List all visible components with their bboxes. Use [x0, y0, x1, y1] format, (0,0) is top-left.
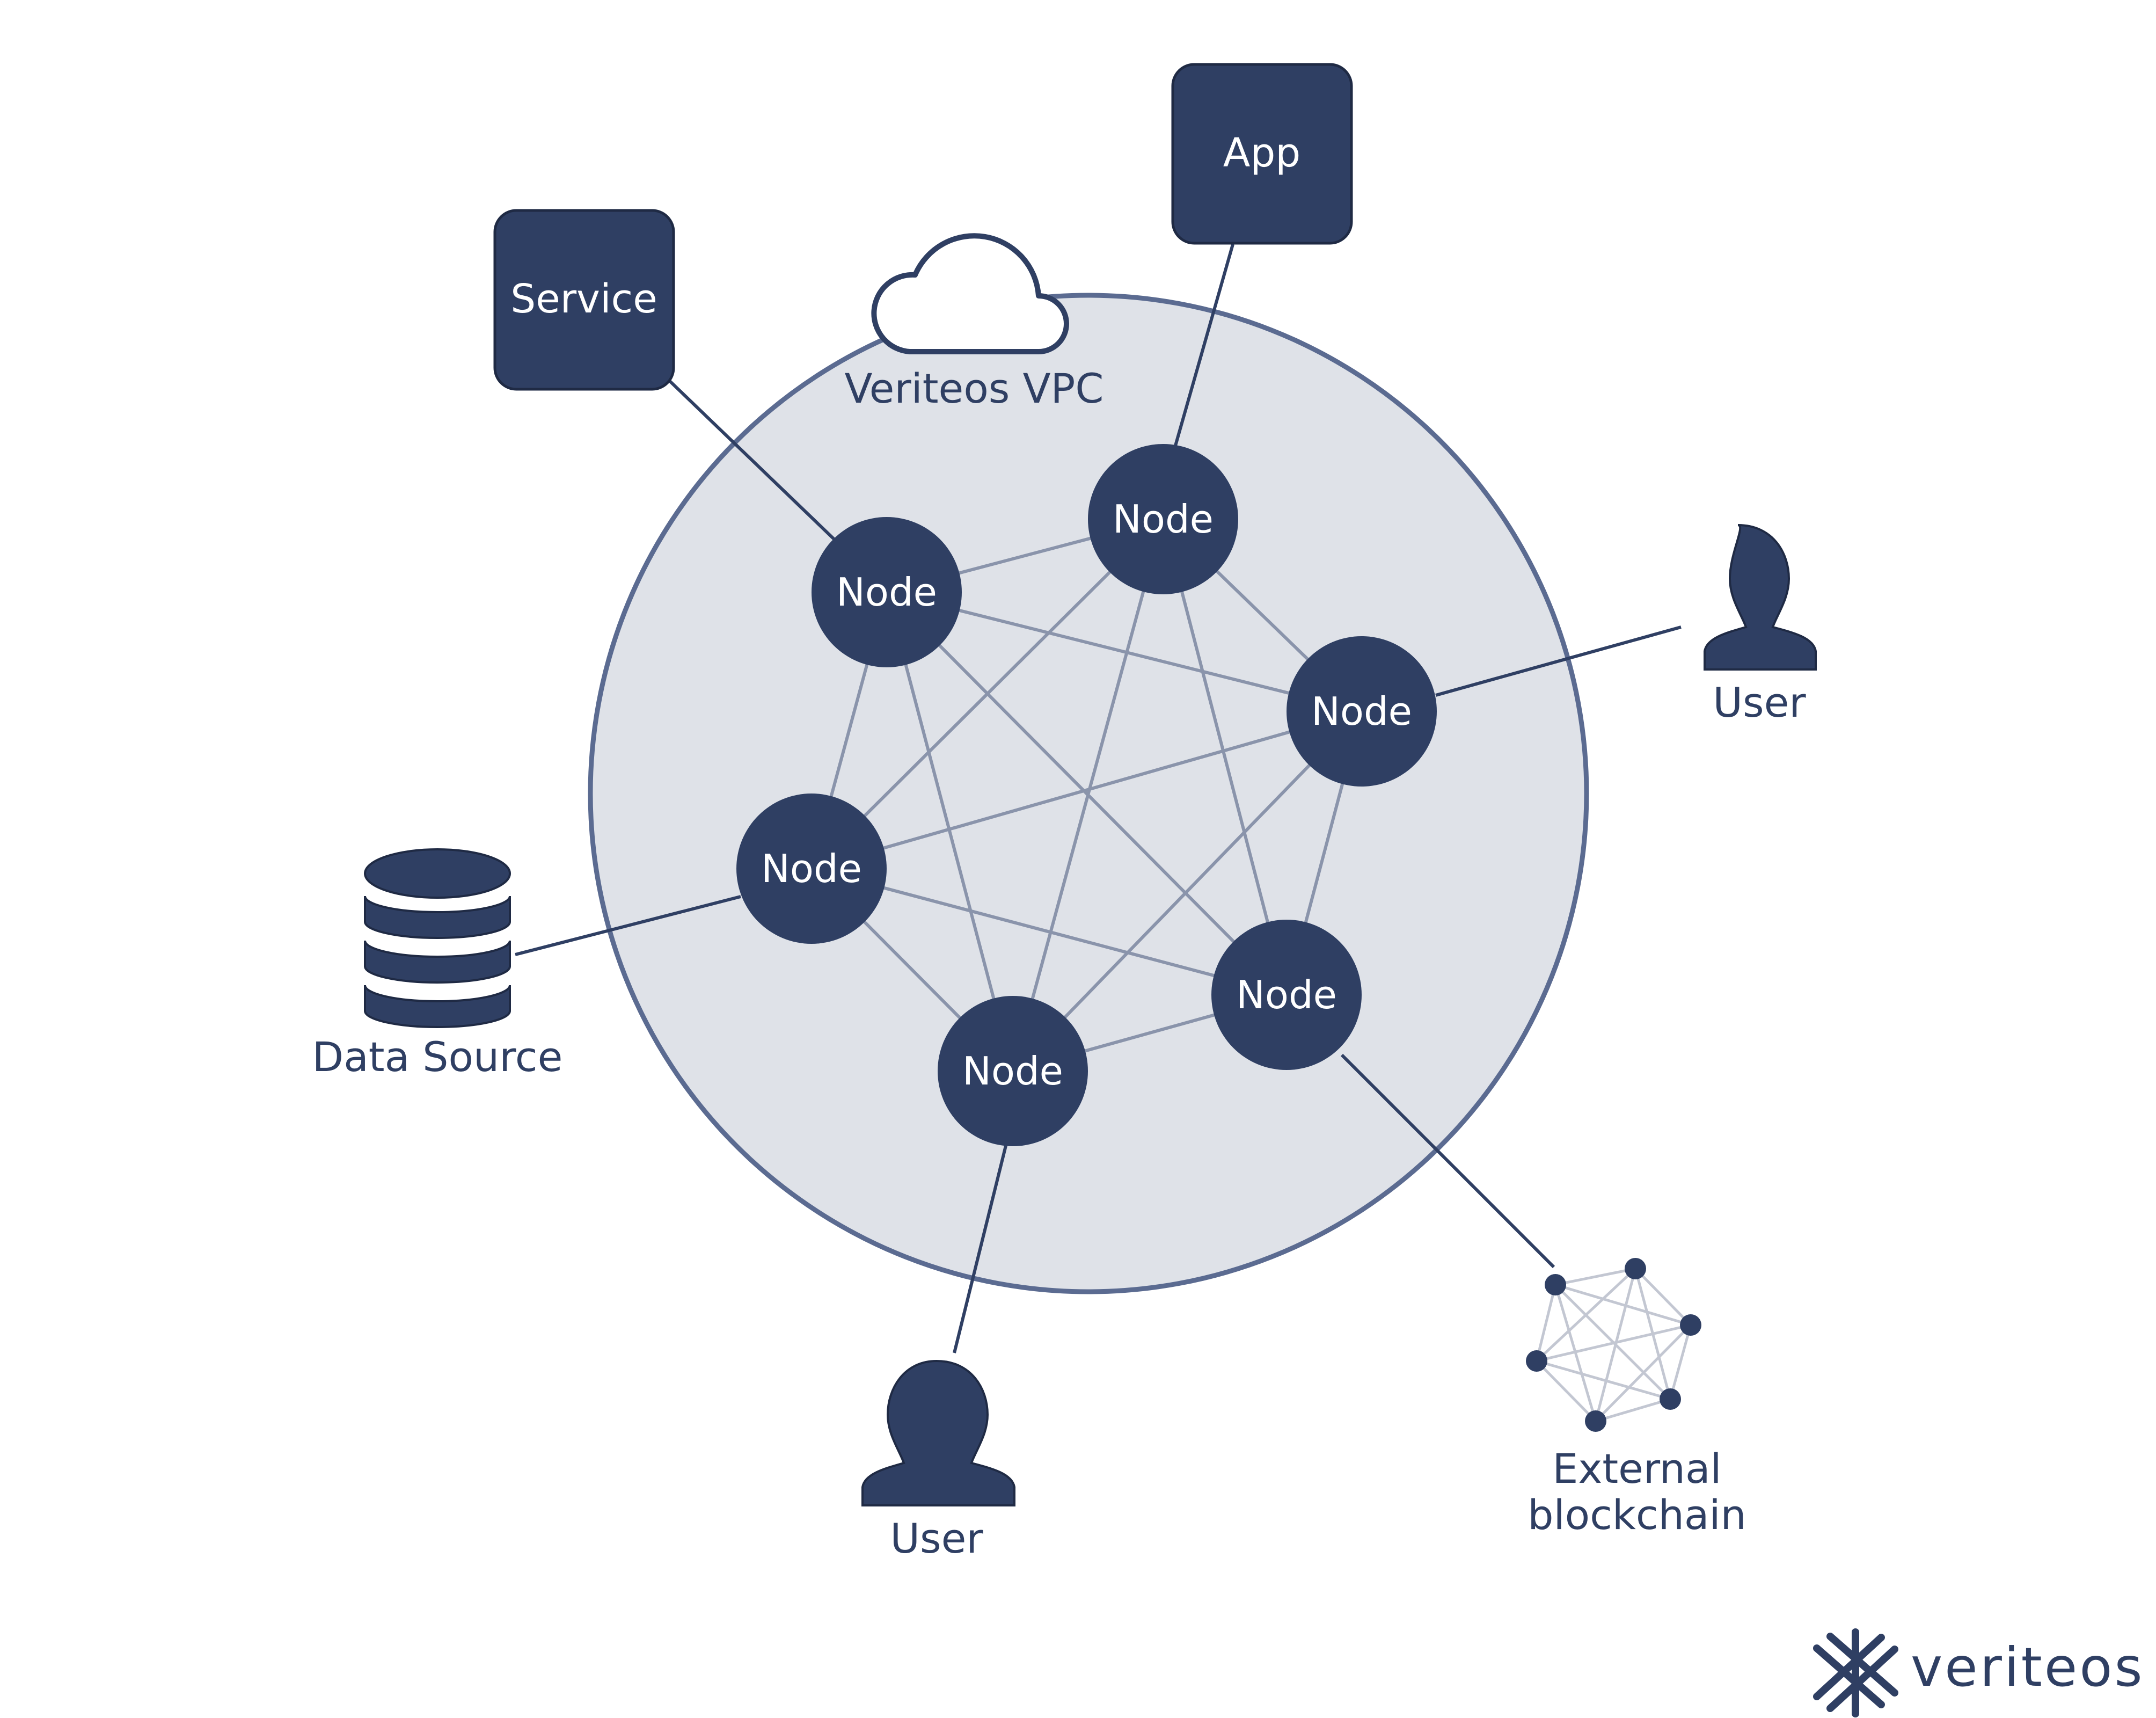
- service-label: Service: [510, 276, 657, 322]
- external-connectors: [515, 244, 1682, 1353]
- node-label: Node: [1311, 689, 1412, 734]
- node-label: Node: [1236, 972, 1337, 1017]
- node: Node: [1088, 444, 1238, 594]
- blockchain-mesh-icon: [1526, 1258, 1701, 1432]
- external-blockchain-label-line2: blockchain: [1528, 1491, 1746, 1539]
- user-bottom-label: User: [890, 1515, 983, 1562]
- connector-user-bottom: [953, 1143, 1008, 1353]
- node: Node: [812, 517, 962, 667]
- connector-data-source: [515, 895, 741, 956]
- node: Node: [938, 996, 1088, 1146]
- node: Node: [1211, 920, 1362, 1070]
- connector-app: [1174, 244, 1234, 446]
- app-box: App: [1171, 63, 1353, 245]
- connector-external-blockchain: [1340, 1053, 1555, 1269]
- user-icon: [1704, 524, 1817, 671]
- connector-user-right: [1435, 625, 1682, 697]
- vpc-label: Veriteos VPC: [845, 365, 1104, 412]
- cloud-icon: [871, 233, 1069, 354]
- external-blockchain-label-line1: External: [1552, 1445, 1721, 1493]
- node-label: Node: [962, 1049, 1063, 1094]
- user-icon: [861, 1359, 1015, 1506]
- brand-name: veriteos: [1911, 1636, 2145, 1699]
- data-source-label: Data Source: [312, 1033, 563, 1081]
- node-label: Node: [836, 570, 937, 615]
- database-icon: [364, 848, 511, 1028]
- node: Node: [736, 794, 887, 944]
- veriteos-logo-icon: [1813, 1628, 1898, 1717]
- node: Node: [1287, 636, 1437, 787]
- user-right-label: User: [1713, 679, 1806, 726]
- app-label: App: [1223, 130, 1301, 176]
- service-box: Service: [493, 209, 675, 391]
- node-label: Node: [761, 846, 862, 891]
- node-label: Node: [1113, 497, 1214, 542]
- connector-service: [667, 378, 839, 544]
